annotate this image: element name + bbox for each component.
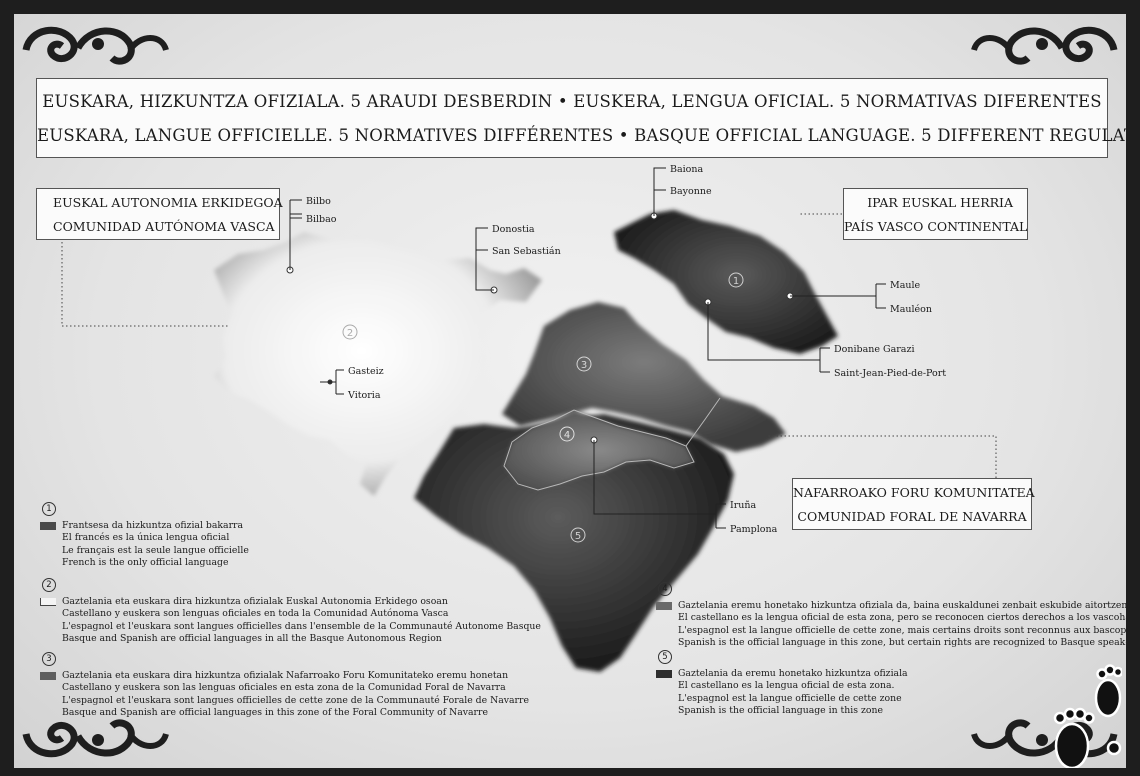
region-navarra-name-es: COMUNIDAD FORAL DE NAVARRA (797, 509, 1027, 524)
city-label-donostia: Donostia (492, 224, 535, 235)
region-number-3: 3 (576, 356, 592, 372)
region-navarra-name-eu: NAFARROAKO FORU KOMUNITATEA (793, 485, 1035, 500)
legend-text: Gaztelania eta euskara dira hizkuntza of… (62, 596, 448, 607)
legend-item-1: 1 Frantsesa da hizkuntza ofizial bakarra… (38, 502, 249, 570)
region-box-ipar: IPAR EUSKAL HERRIA PAÍS VASCO CONTINENTA… (843, 188, 1028, 240)
ornament-scroll-icon (22, 26, 169, 65)
footprints-icon (1053, 664, 1122, 768)
legend-text: L'espagnol est la langue officielle de c… (678, 692, 902, 704)
region-ipar-name-eu: IPAR EUSKAL HERRIA (867, 195, 1013, 210)
svg-text:1: 1 (733, 276, 739, 287)
legend-number: 2 (42, 578, 56, 592)
legend-swatch (40, 672, 56, 680)
region-box-navarra: NAFARROAKO FORU KOMUNITATEA COMUNIDAD FO… (792, 478, 1035, 530)
legend-number: 1 (42, 502, 56, 516)
region-navarra-north (502, 302, 786, 452)
legend-text: L'espagnol et l'euskara sont langues off… (62, 620, 541, 632)
leader-cav (61, 226, 228, 327)
svg-text:4: 4 (564, 430, 570, 441)
title-line-1: EUSKARA, HIZKUNTZA OFIZIALA. 5 ARAUDI DE… (42, 92, 1102, 111)
region-navarra-center (504, 410, 694, 490)
legend-number: 5 (658, 650, 672, 664)
region-cav-name-eu: EUSKAL AUTONOMIA ERKIDEGOA (53, 195, 283, 210)
region-number-2: 2 (342, 324, 358, 340)
ornament-scroll-icon (22, 719, 169, 758)
leader-gasteiz (320, 369, 344, 395)
leader-donostia (475, 227, 494, 291)
legend-text: El francés es la única lengua oficial (62, 532, 230, 544)
city-label-mauleon: Mauléon (890, 304, 932, 315)
city-label-gasteiz: Gasteiz (348, 366, 384, 377)
city-label-saint-jean: Saint-Jean-Pied-de-Port (834, 368, 946, 379)
city-label-vitoria: Vitoria (347, 390, 381, 401)
title-box: EUSKARA, HIZKUNTZA OFIZIALA. 5 ARAUDI DE… (36, 78, 1126, 158)
legend-text: L'espagnol et l'euskara sont langues off… (62, 694, 529, 706)
navarra-zone-boundary (503, 409, 695, 491)
legend-item-3: 3 Gaztelania eta euskara dira hizkuntza … (38, 652, 529, 720)
navarra-zone-boundary (685, 397, 721, 447)
city-label-bilbo: Bilbo (306, 196, 331, 207)
legend-text: Gaztelania da eremu honetako hizkuntza o… (678, 668, 908, 679)
svg-text:3: 3 (581, 360, 587, 371)
city-label-iruna: Iruña (730, 500, 757, 511)
city-label-bilbao: Bilbao (306, 214, 337, 225)
city-label-donibane-garazi: Donibane Garazi (834, 344, 915, 355)
region-cav-name-es: COMUNIDAD AUTÓNOMA VASCA (53, 219, 275, 234)
legend-text: French is the only official language (62, 557, 229, 569)
legend-text: Basque and Spanish are official language… (62, 633, 442, 645)
region-number-4: 4 (559, 426, 575, 442)
ornament-scroll-icon (971, 26, 1118, 65)
region-number-1: 1 (728, 272, 744, 288)
city-label-maule: Maule (890, 280, 921, 291)
region-ipar (614, 210, 838, 354)
leader-donibane (707, 302, 830, 373)
leader-iruna (593, 440, 726, 529)
city-label-pamplona: Pamplona (730, 524, 778, 535)
legend-item-2: 2 Gaztelania eta euskara dira hizkuntza … (38, 578, 541, 646)
legend-text: Gaztelania eremu honetako hizkuntza ofiz… (678, 600, 1126, 611)
legend-text: El castellano es la lengua oficial de es… (678, 612, 1126, 624)
region-cav (214, 232, 542, 496)
legend-text: Le français est la seule langue officiel… (62, 544, 249, 556)
city-label-san-sebastian: San Sebastián (492, 246, 561, 257)
leader-maule (790, 283, 886, 309)
legend-text: Spanish is the official language in this… (678, 705, 883, 717)
title-line-2: EUSKARA, LANGUE OFFICIELLE. 5 NORMATIVES… (37, 126, 1126, 145)
legend-text: Castellano y euskera son lenguas oficial… (62, 608, 449, 620)
city-label-baiona: Baiona (670, 164, 704, 175)
legend-text: Frantsesa da hizkuntza ofizial bakarra (62, 520, 243, 531)
svg-text:2: 2 (347, 328, 353, 339)
svg-text:5: 5 (575, 531, 581, 542)
region-box-cav: EUSKAL AUTONOMIA ERKIDEGOA COMUNIDAD AUT… (36, 188, 283, 240)
legend-number: 3 (42, 652, 56, 666)
legend-text: Gaztelania eta euskara dira hizkuntza of… (62, 670, 509, 681)
legend-number: 4 (658, 582, 672, 596)
leader-navarra (766, 435, 997, 478)
legend-swatch (656, 602, 672, 610)
basque-country-map: 2 1 3 4 5 (61, 164, 997, 672)
paper-background: EUSKARA, HIZKUNTZA OFIZIALA. 5 ARAUDI DE… (14, 14, 1126, 768)
legend-text: Basque and Spanish are official language… (62, 707, 488, 719)
legend-swatch (656, 670, 672, 678)
region-navarra-south (414, 414, 734, 672)
legend-swatch (40, 522, 56, 530)
region-number-5: 5 (570, 527, 586, 543)
region-ipar-name-es: PAÍS VASCO CONTINENTAL (844, 219, 1028, 234)
legend-text: Castellano y euskera son las lenguas ofi… (62, 682, 506, 694)
legend-text: L'espagnol est la langue officielle de c… (678, 624, 1126, 636)
legend-item-4: 4 Gaztelania eremu honetako hizkuntza of… (654, 582, 1126, 650)
legend-text: El castellano es la lengua oficial de es… (678, 680, 895, 692)
leader-bilbo (289, 199, 302, 270)
leader-baiona (653, 167, 666, 216)
legend-item-5: 5 Gaztelania da eremu honetako hizkuntza… (654, 650, 908, 718)
legend-text: Spanish is the official language in this… (678, 637, 1126, 649)
legend-swatch (40, 598, 56, 606)
city-label-bayonne: Bayonne (670, 186, 712, 197)
